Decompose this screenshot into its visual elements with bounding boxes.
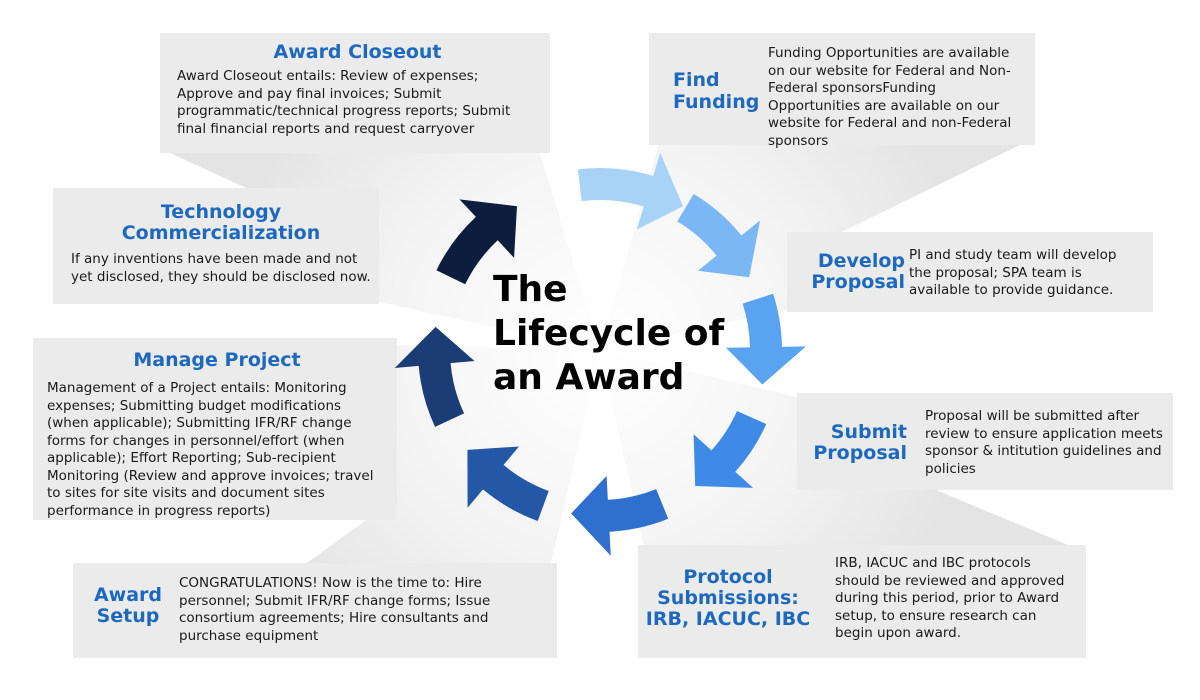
step-title: Manage Project [133,349,301,371]
cycle-arrow-7 [394,326,475,427]
cycle-arrow-3 [725,293,806,385]
ray-technology-commercialization [370,192,600,350]
step-title: Develop Proposal [811,250,905,293]
step-find-funding: Find Funding Funding Opportunities are a… [649,33,1035,149]
step-description: PI and study team will develop the propo… [909,247,1117,298]
step-title: Submit Proposal [813,421,907,464]
step-title: Protocol Submissions: IRB, IACUC, IBC [645,566,811,630]
cycle-arrow-1 [577,153,683,230]
step-manage-project: Manage Project Management of a Project e… [33,338,397,520]
step-technology-commercialization: Technology Commercialization If any inve… [53,188,379,304]
step-title: Technology Commercialization [121,201,321,244]
step-submit-proposal: Submit Proposal Proposal will be submitt… [797,393,1173,490]
step-award-setup: Award Setup CONGRATULATIONS! Now is the … [73,563,557,658]
cycle-arrow-5 [571,475,669,556]
step-description: IRB, IACUC and IBC protocols should be r… [835,555,1065,641]
step-protocol-submissions: Protocol Submissions: IRB, IACUC, IBC IR… [638,545,1086,658]
step-develop-proposal: Develop Proposal PI and study team will … [787,232,1153,312]
step-title: Award Closeout [273,41,442,63]
step-award-closeout: Award Closeout Award Closeout entails: R… [160,33,550,153]
step-description: Funding Opportunities are available on o… [768,45,1012,149]
step-description: Award Closeout entails: Review of expens… [177,68,511,137]
step-description: If any inventions have been made and not… [71,251,371,285]
diagram-title: The Lifecycle of an Award [493,269,725,398]
step-description: CONGRATULATIONS! Now is the time to: Hir… [179,575,491,644]
cycle-arrow-6 [467,446,549,522]
cycle-arrow-8 [436,199,517,285]
cycle-arrow-2 [677,193,761,278]
step-title: Find Funding [673,69,760,113]
step-description: Management of a Project entails: Monitor… [47,380,374,519]
step-description: Proposal will be submitted after review … [925,408,1163,477]
step-title: Award Setup [93,584,163,627]
cycle-arrow-4 [693,411,767,488]
